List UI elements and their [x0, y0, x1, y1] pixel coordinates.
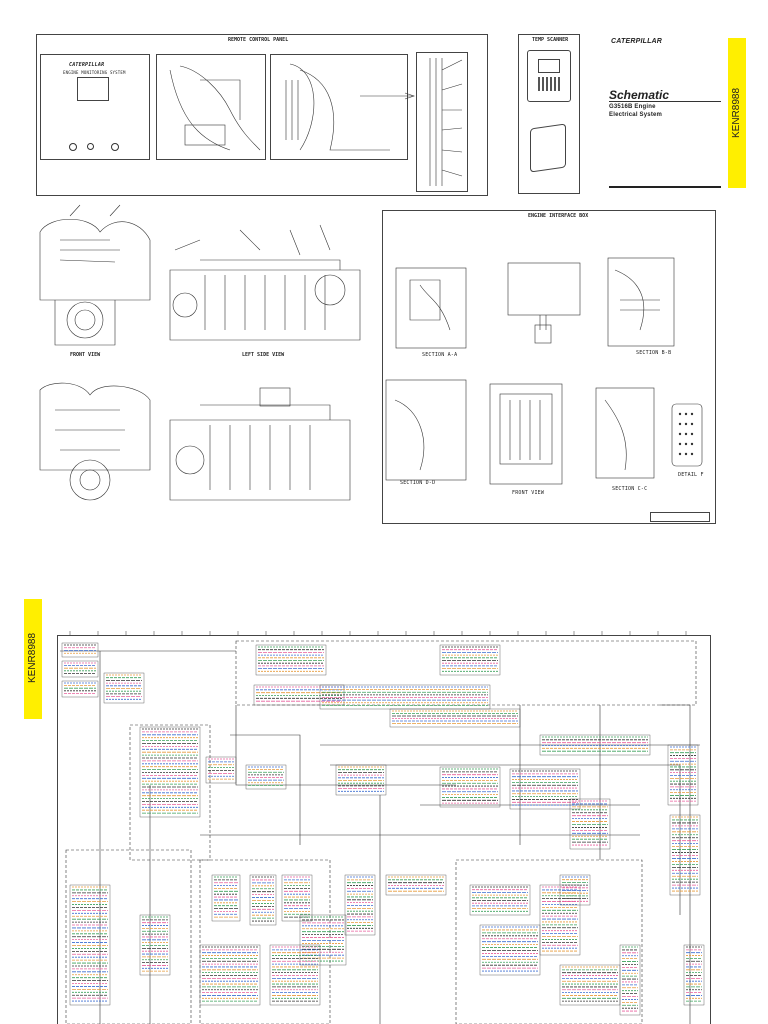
remote-panel-side	[270, 54, 408, 160]
wire-harness-block	[683, 944, 705, 1006]
section-label: SECTION C-C	[612, 486, 648, 492]
panel-knob	[111, 143, 119, 151]
wire-harness-block	[299, 914, 347, 966]
wire-harness-block	[211, 874, 241, 922]
temp-scanner-display	[538, 59, 560, 73]
wire-harness-block	[281, 874, 313, 922]
panel-knob	[69, 143, 77, 151]
interface-box-frame	[382, 210, 716, 524]
wire-harness-block	[61, 660, 99, 678]
wire-harness-block	[199, 944, 261, 1006]
title-bottom-rule	[609, 186, 721, 188]
wire-harness-block	[69, 884, 111, 1006]
wire-harness-block	[249, 874, 277, 926]
wire-harness-block	[479, 924, 541, 976]
schematic-frame	[57, 635, 711, 1024]
wire-harness-block	[139, 914, 171, 976]
wire-harness-block	[559, 874, 591, 906]
section-label: FRONT VIEW	[512, 490, 545, 496]
wire-harness-block	[385, 874, 447, 896]
top-sheet: REMOTE CONTROL PANEL CATERPILLAR ENGINE …	[36, 34, 746, 524]
doc-number-tab: KENR8988	[728, 38, 746, 188]
wire-harness-block	[245, 764, 287, 790]
title-rule	[609, 101, 721, 102]
brand-logo: CATERPILLAR	[611, 38, 663, 45]
wire-harness-block	[439, 766, 501, 808]
wire-harness-block	[61, 642, 99, 658]
wire-harness-block	[559, 964, 621, 1006]
wire-harness-block	[61, 680, 99, 698]
wire-harness-block	[335, 764, 387, 796]
wire-harness-block	[539, 734, 651, 756]
wire-harness-block	[389, 708, 521, 728]
top-sheet-linework	[39, 58, 703, 501]
schematic-linework	[60, 631, 705, 1024]
temp-scanner-title: TEMP SCANNER	[532, 37, 569, 43]
wire-harness-block	[619, 944, 641, 1016]
temp-scanner-side	[530, 123, 566, 173]
remote-panel-terminal-strip	[416, 52, 468, 192]
wire-harness-block	[205, 756, 237, 784]
wire-harness-block	[569, 798, 611, 850]
title-block: CATERPILLAR Schematic G3516B Engine Elec…	[603, 34, 725, 194]
panel-knob	[87, 143, 94, 150]
remote-panel-inner	[156, 54, 266, 160]
wire-harness-block	[139, 726, 201, 818]
remote-panel-frame	[36, 34, 488, 196]
left-side-view-label: LEFT SIDE VIEW	[242, 352, 285, 358]
remote-panel-title: REMOTE CONTROL PANEL	[228, 37, 289, 43]
panel-display-screen	[77, 77, 109, 101]
bottom-sheet: KENR8988	[0, 585, 768, 1024]
section-label: SECTION D-D	[400, 480, 436, 486]
front-view-label: FRONT VIEW	[70, 352, 101, 358]
wire-harness-block	[667, 744, 699, 806]
wire-harness-block	[344, 874, 376, 936]
wire-harness-block	[269, 944, 321, 1006]
doc-subtitle-2: Electrical System	[609, 112, 663, 118]
wire-harness-block	[669, 814, 701, 896]
section-label: SECTION B-B	[636, 350, 672, 356]
panel-subtitle: ENGINE MONITORING SYSTEM	[63, 70, 126, 75]
doc-number: KENR8988	[731, 87, 742, 138]
section-label: DETAIL F	[678, 472, 704, 478]
interface-box-title: ENGINE INTERFACE BOX	[528, 213, 589, 219]
wire-harness-block	[509, 768, 581, 810]
wire-harness-block	[253, 684, 345, 706]
temp-scanner-unit	[527, 50, 571, 102]
wire-harness-block	[255, 644, 327, 676]
temp-scanner-keypad	[538, 77, 560, 91]
doc-subtitle-1: G3516B Engine	[609, 104, 656, 110]
panel-logo: CATERPILLAR	[69, 62, 105, 68]
doc-title: Schematic	[609, 88, 670, 102]
remote-panel-front: CATERPILLAR ENGINE MONITORING SYSTEM	[40, 54, 150, 160]
interface-box-revision-block	[650, 512, 710, 522]
section-label: SECTION A-A	[422, 352, 458, 358]
wire-harness-block	[439, 644, 501, 676]
wire-harness-block	[469, 884, 531, 916]
temp-scanner-frame	[518, 34, 580, 194]
wire-harness-block	[103, 672, 145, 704]
doc-number-tab-bottom: KENR8988	[24, 599, 42, 719]
